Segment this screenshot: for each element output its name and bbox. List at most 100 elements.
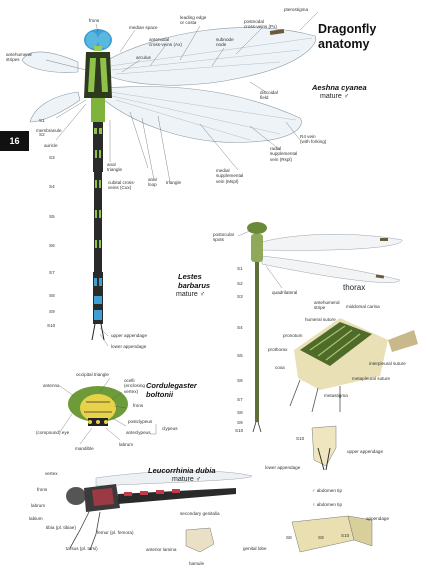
label-secondary-genitalia: secondary genitalia bbox=[180, 511, 220, 516]
species-leucorrhinia-name: Leucorrhinia dubia bbox=[148, 466, 216, 475]
aeshna-forewing bbox=[103, 27, 317, 86]
species-leucorrhinia-status: mature ♂ bbox=[172, 476, 201, 483]
label-triangle: triangle bbox=[166, 180, 182, 185]
label-prothorax: prothorax bbox=[268, 347, 288, 352]
species-aeshna-status: mature ♂ bbox=[320, 93, 349, 100]
label-frons-c: frons bbox=[133, 403, 144, 408]
abdomen-tip-female bbox=[291, 515, 373, 553]
segment-a-9: S9 bbox=[49, 309, 55, 314]
label-anterior-lamina: anterior lamina bbox=[146, 547, 177, 552]
leucorrhinia-body bbox=[66, 470, 253, 551]
page-title: Dragonfly anatomy bbox=[318, 22, 377, 51]
label-vertex: vertex bbox=[45, 471, 58, 476]
segment-b-9: S9 bbox=[237, 420, 243, 425]
label-pronotum: pronotum bbox=[283, 333, 303, 338]
label-cubital: cubital cross- veins (Cux) bbox=[108, 180, 136, 191]
cordulegaster-head bbox=[68, 386, 128, 426]
segment-b-7: S7 bbox=[237, 397, 243, 402]
segment-b-4: S4 bbox=[237, 325, 243, 330]
label-postocular: postocular spots bbox=[213, 232, 235, 243]
segment-b-1: S1 bbox=[237, 266, 243, 271]
segment-b-6: S6 bbox=[237, 378, 243, 383]
label-antenna: antenna bbox=[43, 383, 60, 388]
label-upper-appendage-b: upper appendage bbox=[347, 449, 384, 454]
aeshna-abdomen bbox=[91, 98, 105, 341]
label-labrum-c: labrum bbox=[119, 442, 134, 447]
segment-b-5: S5 bbox=[237, 353, 243, 358]
label-anal-triangle: anal triangle bbox=[107, 162, 123, 173]
label-hamule: hamule bbox=[189, 561, 205, 566]
label-humeral: humeral suture bbox=[305, 317, 336, 322]
label-median-space: median space bbox=[129, 25, 158, 30]
species-lestes-name: Lestes barbarus bbox=[178, 272, 211, 290]
label-medial-supp: medial supplemental vein (Mspl) bbox=[216, 168, 244, 184]
segment-a-8: S8 bbox=[49, 293, 55, 298]
thorax-heading: thorax bbox=[343, 283, 366, 292]
label-antehumeral: antehumeral stripes bbox=[6, 52, 32, 63]
label-compound-eye: (compound) eye bbox=[36, 430, 70, 435]
aeshna-left-wings bbox=[21, 51, 81, 123]
segment-a-5: S5 bbox=[49, 214, 55, 219]
label-ocelli: ocelli (enclosing vertex) bbox=[124, 378, 145, 394]
label-upper-appendage-a: upper appendage bbox=[111, 333, 148, 338]
label-antenodal: antenodal cross-veins (Ax) bbox=[149, 37, 182, 48]
label-anal-loop: anal loop bbox=[148, 177, 157, 188]
label-tibia: tibia (pl. tibiae) bbox=[46, 525, 76, 530]
label-male-tip: ♂ abdomen tip bbox=[312, 488, 343, 493]
label-metastigma: metastigma bbox=[324, 393, 348, 398]
aeshna-thorax bbox=[84, 52, 112, 98]
label-tarsus: tarsus (pl. tarsi) bbox=[66, 546, 98, 551]
label-interpleural: interpleural suture bbox=[369, 361, 406, 366]
segment-a-2: S2 bbox=[39, 132, 45, 137]
label-clypeus: clypeus bbox=[162, 426, 178, 431]
label-female-tip: ♀ abdomen tip bbox=[312, 502, 343, 507]
label-membranule: membranule bbox=[36, 128, 62, 133]
abdomen-tip-male bbox=[311, 425, 337, 471]
label-radial-supp: radial supplemental vein (Rspl) bbox=[270, 146, 298, 162]
label-occipital: occipital triangle bbox=[76, 372, 109, 377]
label-leading-edge: leading edge or costa bbox=[180, 15, 207, 26]
lestes-body bbox=[247, 222, 267, 433]
segment-b-2: S2 bbox=[237, 281, 243, 286]
label-labium: labium bbox=[29, 516, 43, 521]
label-s8: S8 bbox=[286, 535, 292, 540]
label-lower-appendage-a: lower appendage bbox=[111, 344, 147, 349]
segment-b-10: S10 bbox=[235, 428, 244, 433]
label-frons: frons bbox=[89, 18, 100, 23]
aeshna-hindwing bbox=[103, 86, 302, 143]
leader-lines bbox=[45, 11, 319, 445]
segment-a-3: S3 bbox=[49, 155, 55, 160]
species-aeshna-name: Aeshna cyanea bbox=[312, 83, 367, 92]
label-subnode: subnode node bbox=[216, 37, 234, 48]
segment-a-7: S7 bbox=[49, 270, 55, 275]
label-discoidal: discoidal field bbox=[260, 90, 278, 101]
label-genital-lobe: genital lobe bbox=[243, 546, 267, 551]
label-anteclypeus: anteclypeus bbox=[126, 430, 151, 435]
label-coxa: coxa bbox=[275, 365, 285, 370]
label-postnodal: postnodal cross-veins (Px) bbox=[244, 19, 277, 30]
segment-b-8: S8 bbox=[237, 410, 243, 415]
label-th-antehumeral: antehumeral stripe bbox=[314, 300, 340, 311]
page-number: 16 bbox=[0, 131, 29, 151]
label-mandible: mandible bbox=[75, 446, 94, 451]
segment-b-3: S3 bbox=[237, 294, 243, 299]
label-quadrilateral: quadrilateral bbox=[272, 290, 298, 295]
label-arculus: arculus bbox=[136, 55, 151, 60]
segment-a-4: S4 bbox=[49, 184, 55, 189]
label-middorsal: middorsal carina bbox=[346, 304, 380, 309]
aeshna-head bbox=[84, 29, 112, 51]
segment-a-10: S10 bbox=[47, 323, 56, 328]
thorax-detail bbox=[289, 318, 418, 413]
species-lestes-status: mature ♂ bbox=[176, 291, 205, 298]
label-pterostigma: pterostigma bbox=[284, 7, 309, 12]
species-cordulegaster-name: Cordulegaster boltonii bbox=[146, 381, 197, 399]
label-s10-app: S10 bbox=[296, 436, 305, 441]
segment-a-6: S6 bbox=[49, 243, 55, 248]
label-lower-appendage-b: lower appendage bbox=[265, 465, 301, 470]
lestes-wings bbox=[261, 234, 403, 283]
label-r4-vein: R4 vein (with forking) bbox=[300, 134, 327, 145]
label-appendage: appendage bbox=[366, 516, 389, 521]
label-postclypeus: postclypeus bbox=[128, 419, 153, 424]
